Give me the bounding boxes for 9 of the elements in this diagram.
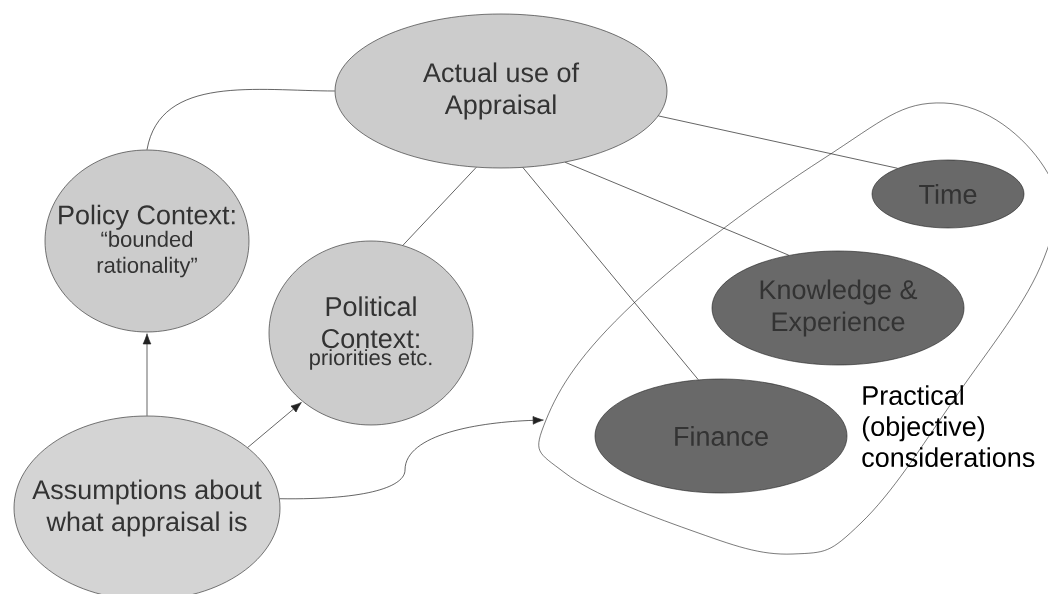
connector-line <box>402 167 477 246</box>
connector-line <box>564 161 790 256</box>
connector-line <box>522 167 699 380</box>
arrow <box>247 402 302 448</box>
arrow <box>142 333 152 417</box>
arrow <box>279 416 544 500</box>
connector-line <box>146 89 336 151</box>
connector-line <box>658 115 898 169</box>
group-label: Practical (objective) considerations <box>862 385 1035 468</box>
